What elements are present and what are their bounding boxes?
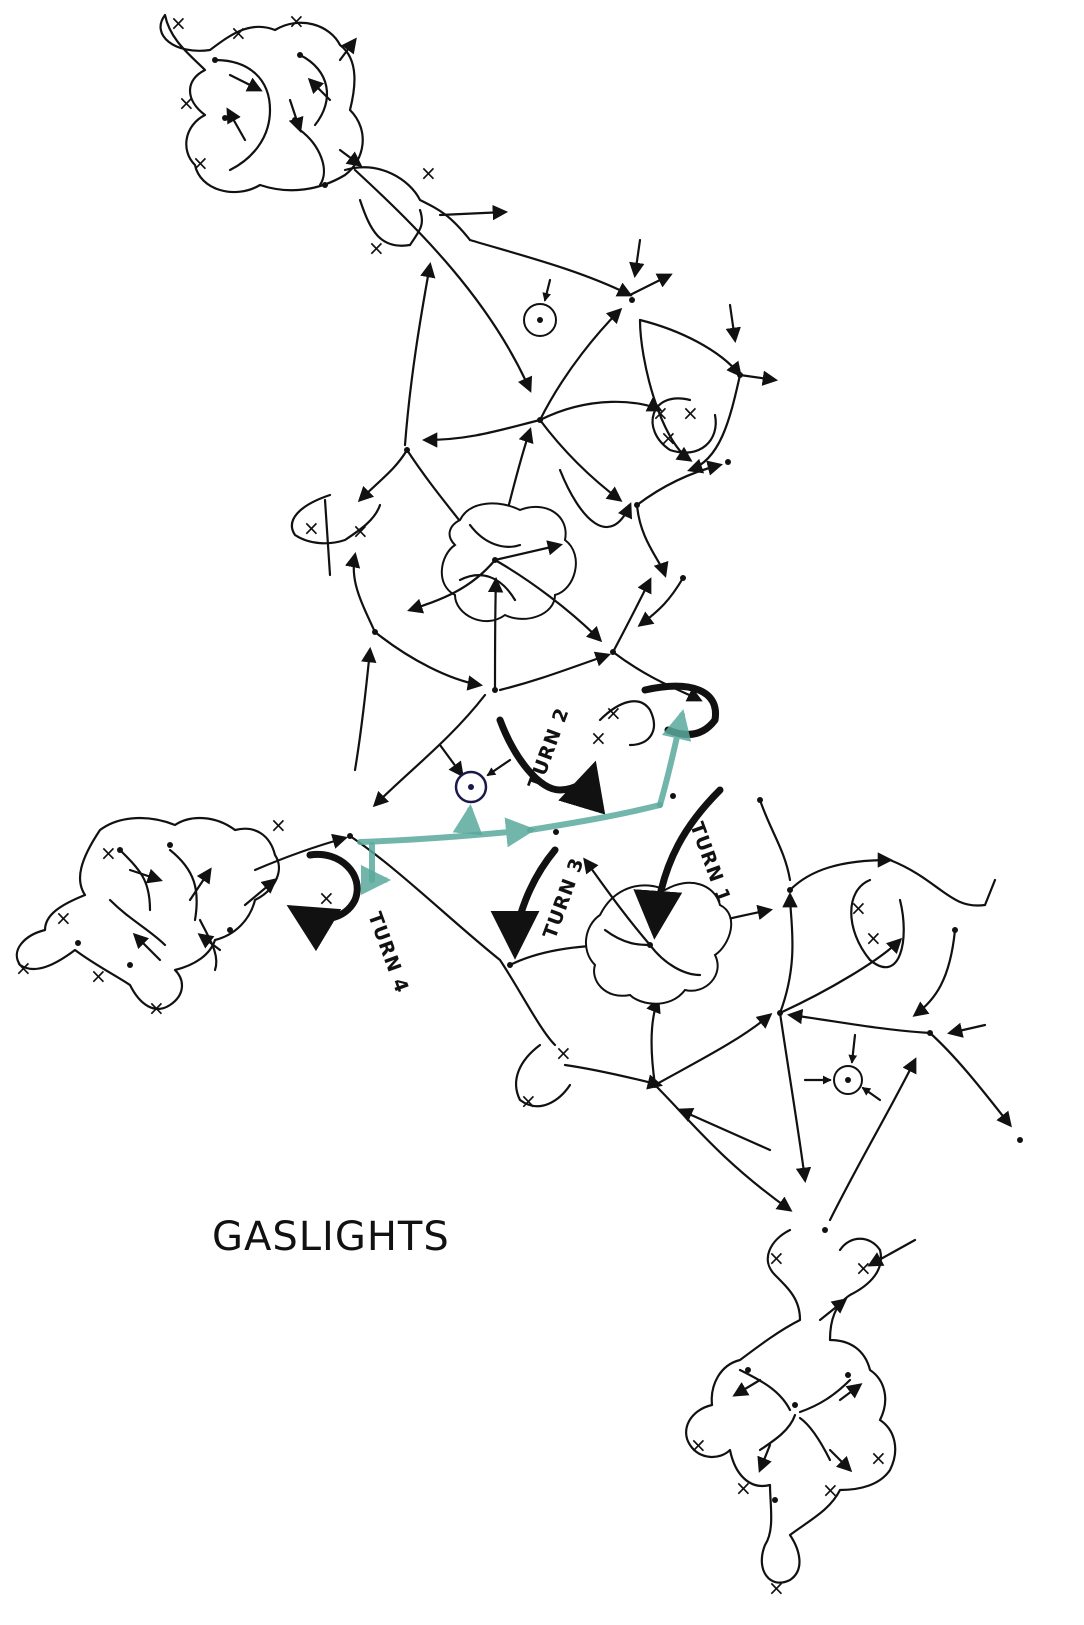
cluster-left: × × × × × × [15,813,353,1020]
svg-text:×: × [192,151,209,175]
svg-text:×: × [15,956,32,980]
network-center: × × × × [348,693,1023,1222]
svg-text:×: × [590,726,607,750]
svg-text:×: × [318,886,335,910]
svg-text:×: × [420,161,437,185]
cloud-upper [407,502,603,692]
network-top: × × × × × [343,161,779,627]
turn-2-arrow [496,716,606,815]
turn-3-arrow [490,846,559,960]
svg-text:×: × [735,1476,752,1500]
svg-text:×: × [352,519,369,543]
svg-text:×: × [303,516,320,540]
svg-text:×: × [90,964,107,988]
svg-text:×: × [652,401,669,425]
svg-text:×: × [822,1478,839,1502]
svg-text:×: × [368,236,385,260]
svg-text:×: × [55,906,72,930]
svg-text:×: × [520,1089,537,1113]
svg-text:×: × [682,401,699,425]
svg-text:×: × [170,11,187,35]
svg-text:×: × [288,9,305,33]
svg-text:×: × [850,896,867,920]
network-left-mid: × × [290,493,703,772]
svg-text:×: × [178,91,195,115]
svg-text:×: × [870,1446,887,1470]
turn-4-arrow [286,850,361,952]
svg-text:×: × [555,1041,572,1065]
svg-text:×: × [660,426,677,450]
svg-text:×: × [230,21,247,45]
turn-4-label: TURN 4 [363,909,413,996]
svg-text:×: × [768,1576,785,1600]
cluster-top-left: × × × × × [159,9,364,194]
svg-text:×: × [855,1256,872,1280]
turn-3-label: TURN 3 [539,855,589,942]
svg-text:×: × [690,1433,707,1457]
cloud-icon [440,502,577,622]
map-title: GASLIGHTS [212,1214,450,1260]
turn-1-arrow [633,786,724,940]
highlight-route [357,709,692,895]
svg-text:×: × [148,996,165,1020]
turn-2-label: TURN 2 [524,705,574,792]
svg-text:×: × [605,701,622,725]
cluster-bottom: × × × × × × × [685,1227,917,1600]
svg-text:×: × [100,841,117,865]
turn-arrows: × [286,682,724,960]
svg-text:×: × [768,1246,785,1270]
svg-text:×: × [865,926,882,950]
svg-text:×: × [270,813,287,837]
